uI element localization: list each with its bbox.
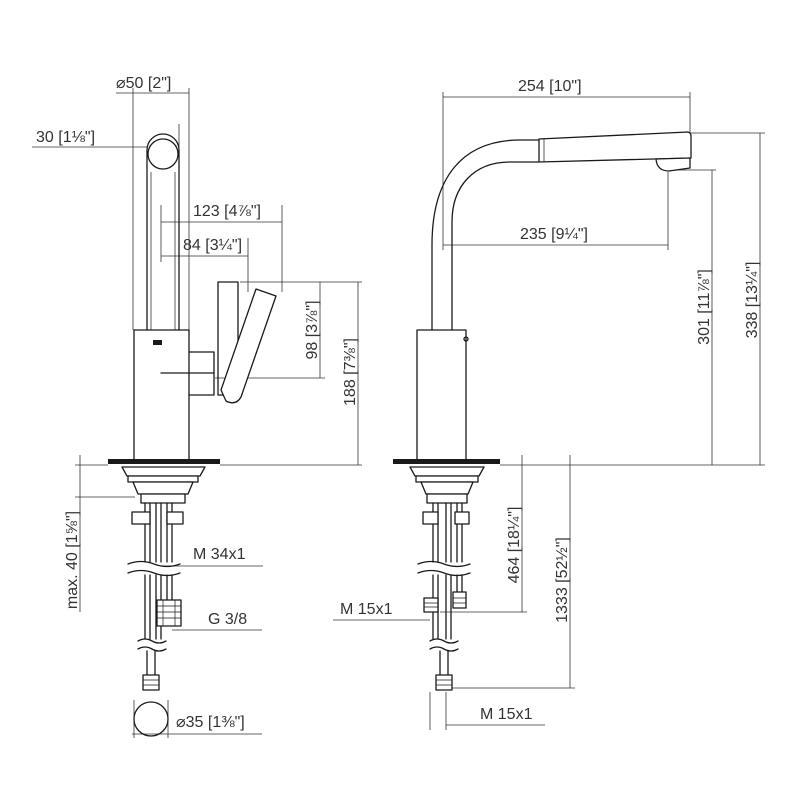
side-mounting-nut [426,493,468,504]
label-123: 123 [4⅞"] [193,203,261,220]
side-break-line-upper [417,560,471,568]
pull-out-spray-head [538,131,692,163]
front-mounting-hardware [121,466,206,737]
front-faucet-body [108,133,277,464]
label-spout-width: 30 [1⅛"] [36,129,95,146]
side-rod-nut-left [422,511,439,525]
break-line-upper [127,560,181,568]
break-line-hose-upper [137,638,167,644]
label-m15x1-hose: M 15x1 [480,706,533,723]
side-hose-fitting-knurl [436,679,452,686]
label-188: 188 [7⅜"] [342,338,359,406]
g38-connection-fitting [156,599,182,627]
label-84: 84 [3¼"] [183,237,242,254]
label-max-40: max. 40 [1⅝"] [64,511,81,609]
hose-end [146,650,156,677]
faucet-body [133,329,190,461]
base-plate-front [108,459,220,464]
front-view: ⌀50 [2"] 30 [1⅛"] 123 [4⅞"] 84 [3¼"] 98 … [32,75,362,738]
spout-outlet-circle [147,138,179,170]
spray-head-nozzle [655,157,691,172]
side-mounting-clamp [420,481,474,495]
hose-fitting-knurl [143,679,159,686]
side-hose-end-fitting [435,674,453,691]
label-301: 301 [11⅞"] [696,269,713,345]
spout-inner-curve [451,161,540,331]
m15-supply-fitting [423,597,439,613]
side-break-line-hose-lower [429,646,459,652]
label-diameter-50: ⌀50 [2"] [116,75,171,92]
side-valve-fitting [452,591,467,609]
side-view: 254 [10"] 235 [9¼"] 301 [11⅞"] 338 [13¼"… [333,78,765,730]
hose-end-fitting [142,674,160,691]
side-dimension-lines [333,92,765,730]
side-supply-hoses-upper [432,502,463,563]
supply-hoses-upper [144,502,173,563]
side-mounting-washer [415,475,479,483]
spout-outer-curve [431,139,540,331]
front-dimension-lines [32,88,362,738]
mounting-nut [140,493,186,504]
front-dimension-labels: ⌀50 [2"] 30 [1⅛"] 123 [4⅞"] 84 [3¼"] 98 … [36,75,359,731]
label-338: 338 [13¼"] [744,262,761,339]
side-mounting-hardware [409,466,485,691]
brand-logo [153,340,162,345]
side-break-line-hose-upper [429,638,459,644]
label-254: 254 [10"] [518,78,582,95]
label-1333: 1333 [52½"] [554,537,571,623]
label-235: 235 [9¼"] [520,226,588,243]
faucet-body-side [416,329,467,461]
side-mounting-gasket [409,466,485,477]
break-line-hose-lower [137,646,167,652]
label-diameter-35: ⌀35 [1⅜"] [176,714,245,731]
fitting-hatch [157,600,181,626]
threaded-rod-nut-right [166,511,184,525]
side-hose-end [439,650,449,677]
side-fitting-hatch [424,597,466,608]
body-side-detail [463,336,469,342]
label-98: 98 [3⅞"] [304,300,321,359]
threaded-rod-nut-left [131,511,151,525]
mounting-gasket [121,466,206,477]
label-g38: G 3/8 [208,611,247,628]
label-464: 464 [18¼"] [506,507,523,584]
label-m34x1: M 34x1 [193,546,246,563]
label-m15x1-supply: M 15x1 [340,601,393,618]
side-rod-nut-right [454,511,470,525]
hose-cross-section-circle [133,701,169,737]
spout-tube [146,133,180,331]
lever-handle [220,288,277,404]
base-plate-side [393,459,500,464]
side-dimension-labels: 254 [10"] 235 [9¼"] 301 [11⅞"] 338 [13¼"… [340,78,761,723]
mounting-washer [127,475,199,483]
side-faucet-body [393,131,692,464]
mounting-clamp [132,481,194,495]
